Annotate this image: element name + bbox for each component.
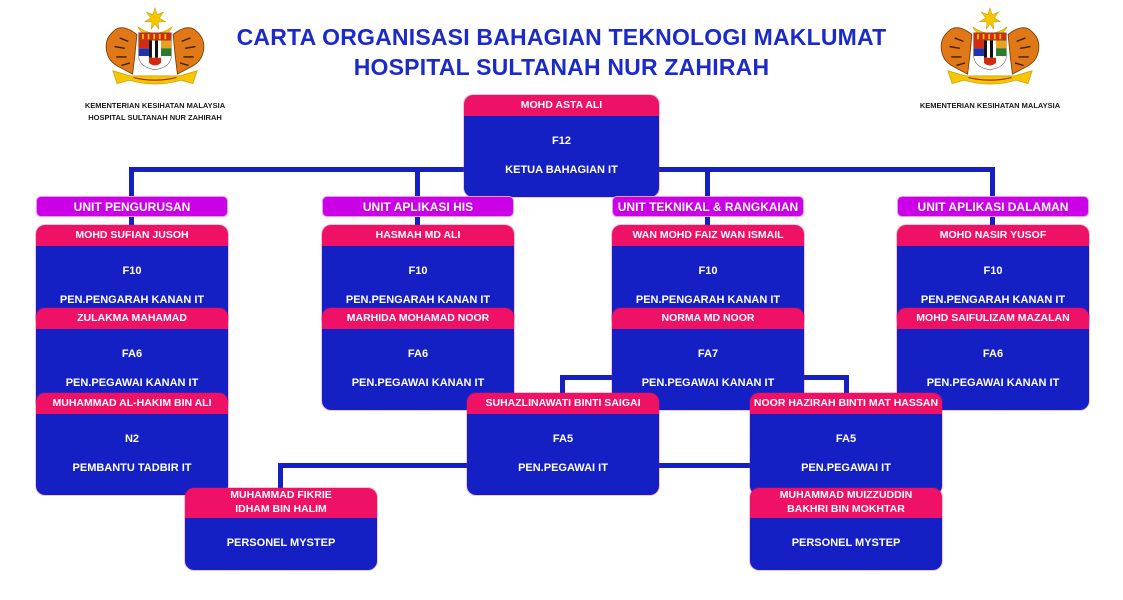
org-node-name: SUHAZLINAWATI BINTI SAIGAI [467,393,659,414]
coat-of-arms-icon [105,6,205,85]
org-node-role: PEMBANTU TADBIR IT [72,461,192,474]
org-node-grade: FA7 [697,347,719,360]
org-node-unit2-officer: MARHIDA MOHAMAD NOOR FA6 PEN.PEGAWAI KAN… [322,308,514,410]
org-node-role: PEN.PENGARAH KANAN IT [345,293,491,306]
connector-drop-fikrie [278,463,283,489]
logo-left-caption-line2: HOSPITAL SULTANAH NUR ZAHIRAH [88,112,222,122]
org-node-name: ZULAKMA MAHAMAD [36,308,228,329]
org-node-role: PERSONEL MYSTEP [791,536,901,549]
org-node-root-grade: F12 [552,134,571,147]
org-node-grade: N2 [124,432,140,445]
unit-header-aplikasi-dalaman: UNIT APLIKASI DALAMAN [897,196,1089,217]
connector-drop-unit4 [990,167,995,196]
org-node-root-role: KETUA BAHAGIAN IT [505,163,618,176]
org-node-body: FA5 PEN.PEGAWAI IT [467,414,659,495]
org-node-grade: FA5 [835,432,857,445]
org-node-name: MUHAMMAD AL-HAKIM BIN ALI [36,393,228,414]
connector-drop-suhazlinawati [560,375,565,394]
org-node-role: PEN.PEGAWAI KANAN IT [351,376,485,389]
org-node-role: PERSONEL MYSTEP [226,536,336,549]
page-title-line2: HOSPITAL SULTANAH NUR ZAHIRAH [353,54,770,81]
coat-of-arms-icon [940,6,1040,85]
page-title: CARTA ORGANISASI BAHAGIAN TEKNOLOGI MAKL… [0,22,1123,83]
logo-right-caption-line1: KEMENTERIAN KESIHATAN MALAYSIA [919,101,1061,110]
org-node-grade: F10 [122,264,142,277]
logo-right-caption: KEMENTERIAN KESIHATAN MALAYSIA [900,100,1080,112]
org-node-noor-hazirah: NOOR HAZIRAH BINTI MAT HASSAN FA5 PEN.PE… [750,393,942,495]
logo-right: KEMENTERIAN KESIHATAN MALAYSIA [900,6,1080,112]
org-node-name: MOHD NASIR YUSOF [897,225,1089,246]
org-node-name: NOOR HAZIRAH BINTI MAT HASSAN [750,393,942,414]
org-node-name: MOHD SAIFULIZAM MAZALAN [897,308,1089,329]
unit-header-teknikal-rangkaian: UNIT TEKNIKAL & RANGKAIAN [612,196,804,217]
org-node-root: MOHD ASTA ALI F12 KETUA BAHAGIAN IT [464,95,659,197]
org-node-unit4-officer: MOHD SAIFULIZAM MAZALAN FA6 PEN.PEGAWAI … [897,308,1089,410]
org-node-grade: FA6 [407,347,429,360]
org-node-grade: FA6 [121,347,143,360]
logo-left: KEMENTERIAN KESIHATAN MALAYSIA HOSPITAL … [65,6,245,123]
org-node-role: PEN.PEGAWAI IT [518,461,608,474]
org-node-body: N2 PEMBANTU TADBIR IT [36,414,228,495]
org-node-fikrie: MUHAMMAD FIKRIE IDHAM BIN HALIM PERSONEL… [185,488,377,570]
org-node-grade: F10 [983,264,1003,277]
org-node-name: MUHAMMAD MUIZZUDDIN BAKHRI BIN MOKHTAR [750,488,942,518]
org-node-name: HASMAH MD ALI [322,225,514,246]
logo-left-caption: KEMENTERIAN KESIHATAN MALAYSIA HOSPITAL … [65,100,245,123]
connector-unit4-head [990,215,995,226]
connector-drop-unit3 [705,167,710,196]
org-node-grade: FA6 [982,347,1004,360]
org-node-name: MARHIDA MOHAMAD NOOR [322,308,514,329]
org-node-root-body: F12 KETUA BAHAGIAN IT [464,116,659,197]
org-node-role: PEN.PEGAWAI KANAN IT [641,376,775,389]
connector-unit3-head [705,215,710,226]
org-node-root-name: MOHD ASTA ALI [464,95,659,116]
connector-drop-noor-hazirah [844,375,849,394]
connector-unit1-head [129,215,134,226]
org-node-name: WAN MOHD FAIZ WAN ISMAIL [612,225,804,246]
connector-unit2-head [415,215,420,226]
connector-drop-unit1 [129,167,134,196]
org-node-name: MOHD SUFIAN JUSOH [36,225,228,246]
org-node-role: PEN.PENGARAH KANAN IT [920,293,1066,306]
org-node-body: FA6 PEN.PEGAWAI KANAN IT [897,329,1089,410]
connector-drop-unit2 [415,167,420,196]
org-node-body: FA5 PEN.PEGAWAI IT [750,414,942,495]
org-node-role: PEN.PEGAWAI IT [801,461,891,474]
org-node-muizzuddin: MUHAMMAD MUIZZUDDIN BAKHRI BIN MOKHTAR P… [750,488,942,570]
org-node-role: PEN.PEGAWAI KANAN IT [926,376,1060,389]
org-node-body: PERSONEL MYSTEP [750,518,942,570]
org-node-unit1-assistant: MUHAMMAD AL-HAKIM BIN ALI N2 PEMBANTU TA… [36,393,228,495]
page-title-line1: CARTA ORGANISASI BAHAGIAN TEKNOLOGI MAKL… [236,24,887,50]
org-node-body: PERSONEL MYSTEP [185,518,377,570]
org-node-role: PEN.PENGARAH KANAN IT [59,293,205,306]
org-node-grade: F10 [408,264,428,277]
logo-left-caption-line1: KEMENTERIAN KESIHATAN MALAYSIA [84,101,226,110]
org-node-name: MUHAMMAD FIKRIE IDHAM BIN HALIM [185,488,377,518]
unit-header-pengurusan: UNIT PENGURUSAN [36,196,228,217]
org-node-suhazlinawati: SUHAZLINAWATI BINTI SAIGAI FA5 PEN.PEGAW… [467,393,659,495]
org-node-grade: FA5 [552,432,574,445]
org-node-role: PEN.PEGAWAI KANAN IT [65,376,199,389]
org-node-role: PEN.PENGARAH KANAN IT [635,293,781,306]
org-node-name: NORMA MD NOOR [612,308,804,329]
unit-header-aplikasi-his: UNIT APLIKASI HIS [322,196,514,217]
org-node-grade: F10 [698,264,718,277]
